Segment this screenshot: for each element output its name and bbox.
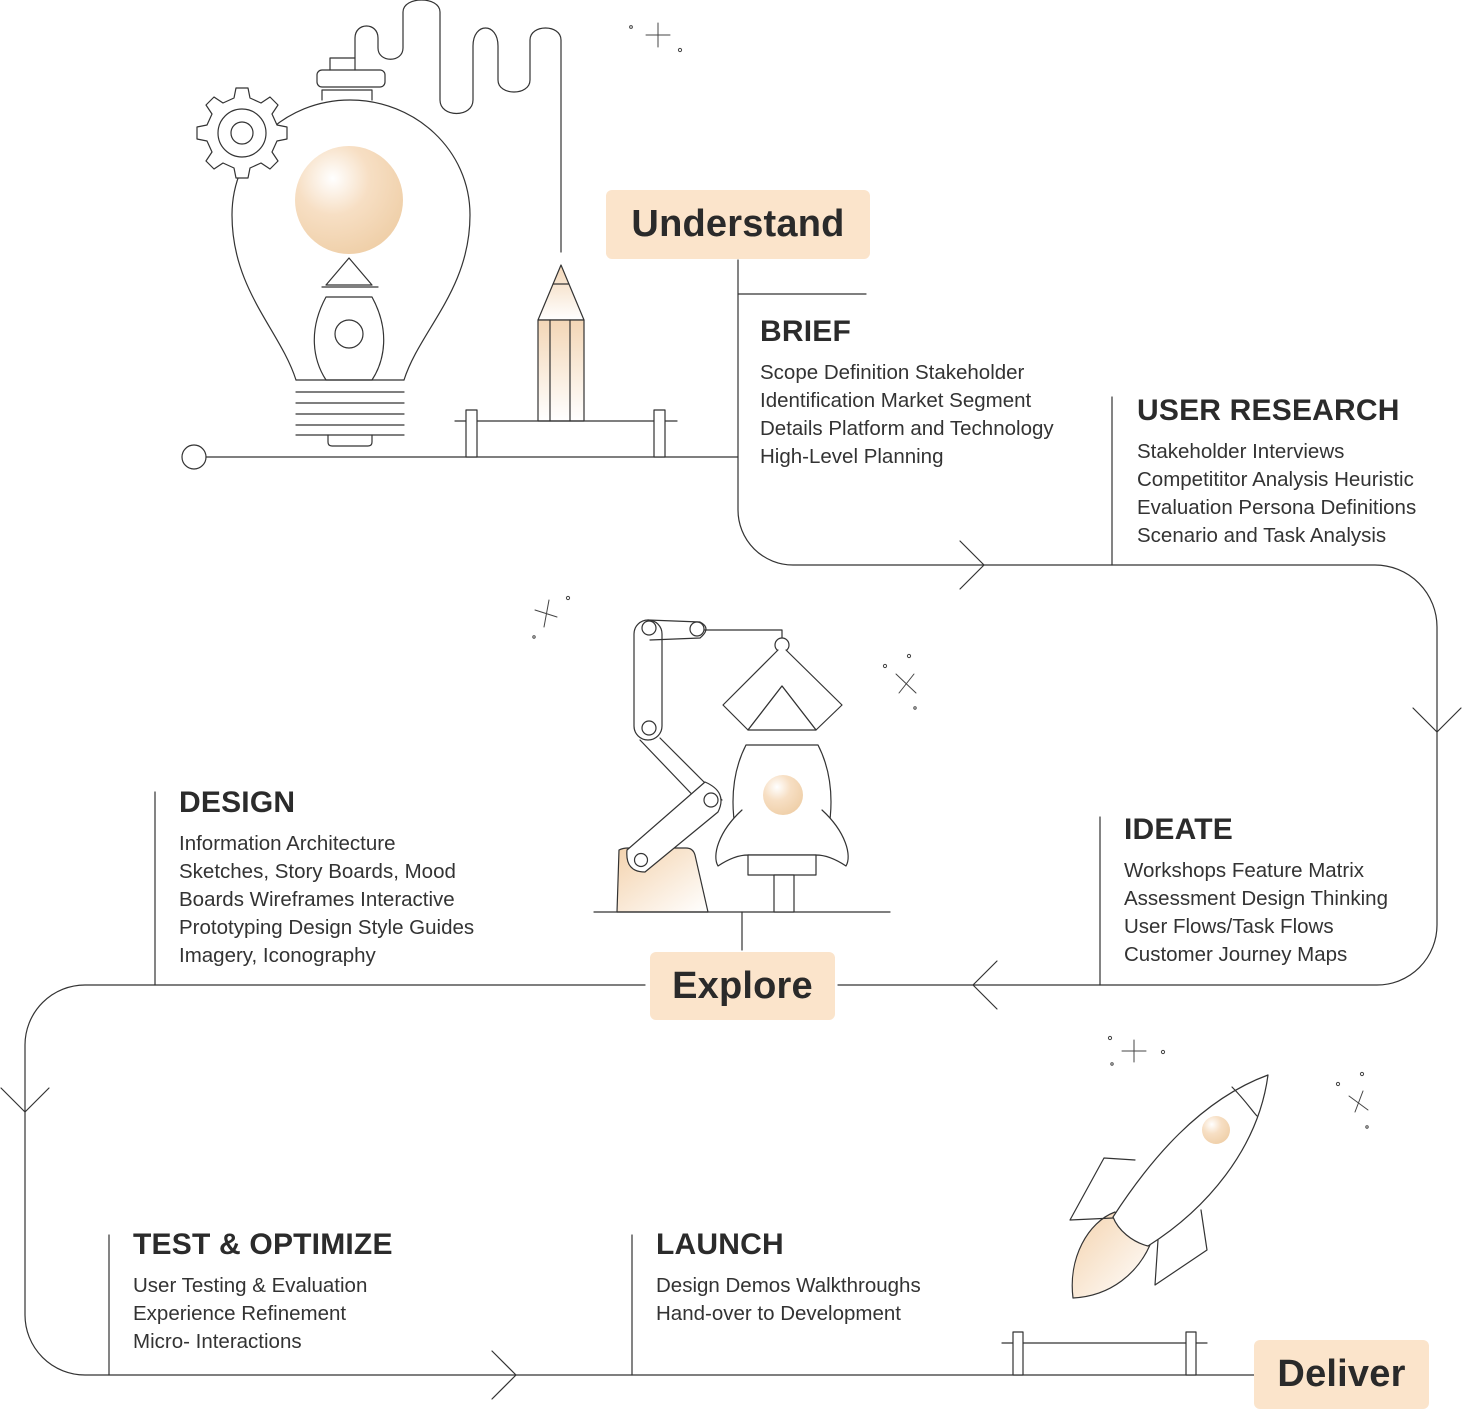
phase-label-text: Understand [631,203,844,246]
stage-title: USER RESEARCH [1137,394,1447,428]
stage-description: Information Architecture Sketches, Story… [179,830,484,970]
robot-arm-icon [594,620,890,950]
stage-launch: LAUNCH Design Demos Walkthroughs Hand-ov… [656,1228,926,1328]
stage-description: Stakeholder Interviews Competititor Anal… [1137,438,1447,550]
stage-description: Workshops Feature Matrix Assessment Desi… [1124,857,1424,969]
phase-label-text: Explore [672,965,813,1008]
stage-ideate: IDEATE Workshops Feature Matrix Assessme… [1124,813,1424,969]
gear-icon [197,88,287,178]
phase-label-understand: Understand [606,190,870,259]
stage-description: Scope Definition Stakeholder Identificat… [760,359,1060,471]
phase-label-explore: Explore [650,952,835,1020]
phase-label-text: Deliver [1277,1353,1405,1396]
stage-description: Design Demos Walkthroughs Hand-over to D… [656,1272,926,1328]
stage-brief: BRIEF Scope Definition Stakeholder Ident… [760,315,1060,471]
stage-description: User Testing & Evaluation Experience Ref… [133,1272,403,1356]
pencil-icon [538,265,584,421]
stage-title: IDEATE [1124,813,1424,847]
stage-title: DESIGN [179,786,484,820]
lightbulb-icon [232,0,561,446]
stage-test-optimize: TEST & OPTIMIZE User Testing & Evaluatio… [133,1228,403,1356]
stage-user-research: USER RESEARCH Stakeholder Interviews Com… [1137,394,1447,550]
stage-title: TEST & OPTIMIZE [133,1228,403,1262]
stage-title: BRIEF [760,315,1060,349]
phase-label-deliver: Deliver [1254,1340,1429,1409]
stage-title: LAUNCH [656,1228,926,1262]
stage-design: DESIGN Information Architecture Sketches… [179,786,484,970]
rocket-icon [1070,1075,1268,1298]
start-node [182,445,206,469]
